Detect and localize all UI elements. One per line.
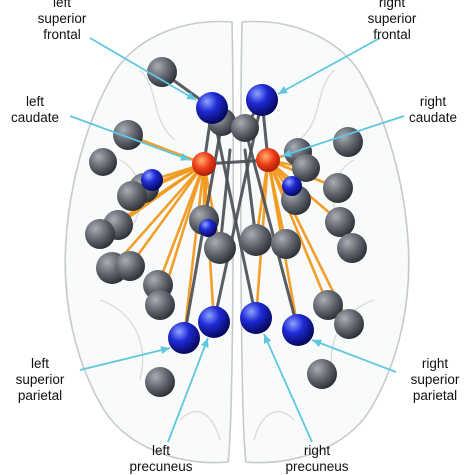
label-right-caudate: right caudate: [408, 94, 458, 125]
left-caudate-pointer-head: [180, 153, 190, 161]
right-precuneus-node: [240, 302, 272, 334]
right-caudate-node: [256, 148, 280, 172]
left-superior-parietal-pointer-head: [160, 346, 170, 355]
blue-node-small-0: [141, 169, 163, 191]
label-right-precuneus: right precuneus: [285, 443, 349, 474]
right-superior-frontal-pointer: [277, 37, 381, 95]
brain-outline: [64, 20, 410, 464]
gray-node-0: [147, 57, 177, 87]
left-superior-parietal-pointer: [79, 347, 171, 371]
right-superior-frontal-pointer-head: [278, 86, 288, 94]
right-superior-parietal-node: [282, 314, 314, 346]
label-left-superior-parietal: left superior parietal: [15, 356, 65, 403]
blue-node-small-1: [282, 176, 302, 196]
blue-node-small-2: [199, 219, 217, 237]
edge-orange-lc-9: [182, 162, 206, 340]
right-caudate-pointer-head: [282, 149, 292, 157]
left-hemisphere: [64, 20, 234, 464]
gray-node-24: [313, 290, 343, 320]
edge-orange-rc-6: [266, 158, 330, 307]
right-caudate-pointer: [281, 115, 405, 157]
connection-edges: [98, 70, 351, 340]
left-precuneus-node: [198, 306, 230, 338]
gray-node-19: [325, 207, 355, 237]
left-caudate-node: [192, 152, 216, 176]
right-superior-parietal-pointer: [311, 339, 397, 373]
left-superior-frontal-node: [196, 92, 228, 124]
gray-node-15: [231, 114, 259, 142]
gray-node-8: [115, 251, 145, 281]
edge-orange-lc-7: [156, 162, 206, 287]
gray-node-6: [85, 219, 115, 249]
gray-node-27: [145, 367, 175, 397]
edge-gray-10: [218, 148, 232, 250]
right-superior-parietal-pointer-head: [312, 339, 322, 347]
gray-node-18: [323, 173, 353, 203]
left-precuneus-pointer-head: [201, 338, 209, 348]
gray-node-26: [307, 359, 337, 389]
gray-node-1: [113, 120, 143, 150]
gray-node-10: [145, 290, 175, 320]
left-superior-parietal-node: [168, 322, 200, 354]
label-pointers: [69, 37, 405, 443]
label-right-superior-parietal: right superior parietal: [410, 356, 460, 403]
gray-node-4: [117, 181, 147, 211]
right-hemisphere: [240, 20, 410, 464]
left-superior-frontal-pointer: [89, 37, 197, 101]
right-precuneus-pointer: [263, 333, 313, 443]
label-right-superior-frontal: right superior frontal: [367, 0, 417, 42]
left-caudate-pointer: [69, 115, 191, 161]
label-left-precuneus: left precuneus: [129, 443, 193, 474]
gray-node-13: [240, 224, 272, 256]
gray-node-17: [333, 127, 363, 157]
right-precuneus-pointer-head: [264, 334, 272, 344]
gray-node-25: [334, 309, 364, 339]
left-superior-frontal-pointer-head: [186, 92, 196, 100]
edge-orange-lc-5: [110, 162, 206, 270]
gray-node-20: [337, 233, 367, 263]
label-left-caudate: left caudate: [10, 94, 60, 125]
right-superior-frontal-node: [246, 84, 278, 116]
brain-nodes: [85, 57, 367, 397]
gray-node-21: [292, 154, 320, 182]
edge-orange-lc-6: [128, 162, 206, 268]
gray-node-2: [89, 148, 117, 176]
label-left-superior-frontal: left superior frontal: [37, 0, 87, 42]
gray-node-23: [271, 229, 301, 259]
left-precuneus-pointer: [167, 337, 209, 443]
gray-node-12: [204, 232, 236, 264]
